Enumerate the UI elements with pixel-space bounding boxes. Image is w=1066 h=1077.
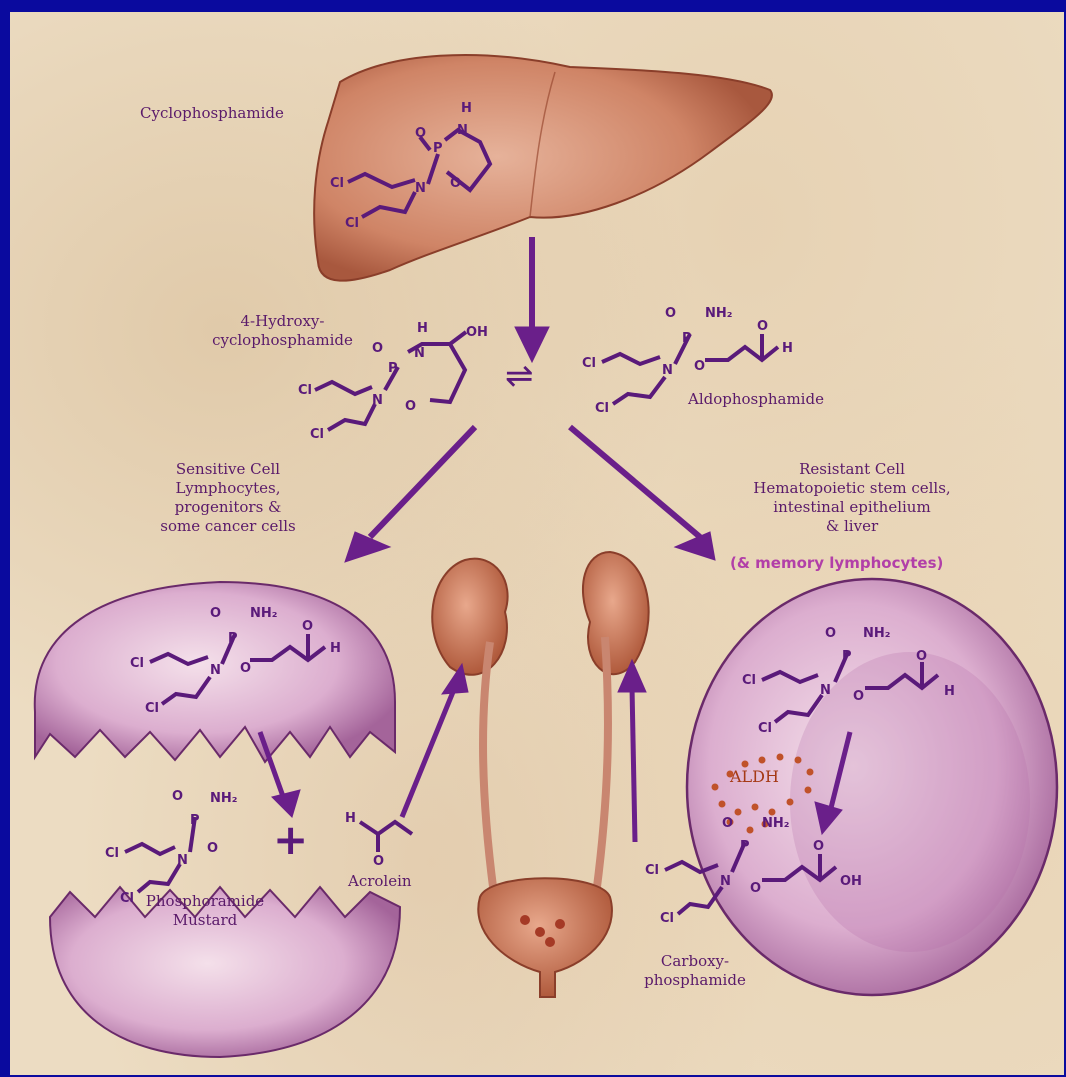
atom-o: O	[722, 816, 733, 831]
atom-o: O	[373, 854, 384, 869]
atom-o: O	[372, 341, 383, 356]
atom-cl: Cl	[105, 846, 119, 861]
atom-cl: Cl	[298, 383, 312, 398]
atom-p: P	[682, 331, 692, 346]
atom-h: H	[330, 641, 341, 656]
atom-h: H	[417, 321, 428, 336]
atom-n: N	[414, 346, 425, 361]
hydroxy-label-line2: cyclophosphamide	[200, 331, 365, 350]
carboxyphosphamide-label: Carboxy- phosphamide	[625, 952, 765, 990]
atom-o: O	[415, 126, 426, 141]
atom-o: O	[757, 319, 768, 334]
atom-o: O	[813, 839, 824, 854]
sensitive-cell-label: Sensitive Cell Lymphocytes, progenitors …	[128, 460, 328, 536]
atom-o: O	[207, 841, 218, 856]
resistant-cell-title: Resistant Cell	[718, 460, 986, 479]
atom-n: N	[820, 683, 831, 698]
atom-nh2: NH₂	[250, 606, 277, 621]
atom-n: N	[662, 363, 673, 378]
atom-nh2: NH₂	[863, 626, 890, 641]
atom-o: O	[240, 661, 251, 676]
resistant-line1: Hematopoietic stem cells,	[718, 479, 986, 498]
atom-o: O	[302, 619, 313, 634]
atom-o: O	[853, 689, 864, 704]
carboxy-line1: Carboxy-	[625, 952, 765, 971]
atom-h: H	[461, 101, 472, 116]
atom-o: O	[916, 649, 927, 664]
sensitive-line1: Lymphocytes,	[128, 479, 328, 498]
atom-cl: Cl	[310, 427, 324, 442]
hydroxy-label: 4-Hydroxy- cyclophosphamide	[200, 312, 365, 350]
atom-n: N	[415, 181, 426, 196]
atom-p: P	[842, 649, 852, 664]
phosphoramide-line1: Phosphoramide	[125, 892, 285, 911]
sensitive-line3: some cancer cells	[128, 517, 328, 536]
memory-lymphocytes-note: (& memory lymphocytes)	[730, 554, 943, 572]
atom-oh: OH	[466, 325, 488, 340]
illustration-canvas: Cl Cl N P O N H O Cl Cl N P O N H OH O ⇌…	[10, 12, 1064, 1075]
atom-h: H	[782, 341, 793, 356]
urinary-system	[432, 552, 648, 997]
atom-p: P	[433, 141, 443, 156]
aldophosphamide-label: Aldophosphamide	[688, 390, 824, 409]
atom-cl: Cl	[742, 673, 756, 688]
atom-h: H	[345, 811, 356, 826]
atom-cl: Cl	[582, 356, 596, 371]
atom-o: O	[210, 606, 221, 621]
atom-o: O	[694, 359, 705, 374]
atom-cl: Cl	[758, 721, 772, 736]
cyclophosphamide-label: Cyclophosphamide	[140, 104, 284, 123]
atom-nh2: NH₂	[762, 816, 789, 831]
atom-o: O	[172, 789, 183, 804]
atom-nh2: NH₂	[705, 306, 732, 321]
resistant-line3: & liver	[718, 517, 986, 536]
equilibrium-arrows: ⇌	[505, 356, 534, 396]
hydroxy-label-line1: 4-Hydroxy-	[200, 312, 365, 331]
atom-cl: Cl	[645, 863, 659, 878]
atom-n: N	[210, 663, 221, 678]
phosphoramide-mustard-label: Phosphoramide Mustard	[125, 892, 285, 930]
atom-h: H	[944, 684, 955, 699]
acrolein-label: Acrolein	[348, 872, 412, 891]
aldh-label: ALDH	[730, 767, 779, 786]
atom-o: O	[405, 399, 416, 414]
atom-cl: Cl	[130, 656, 144, 671]
atom-n: N	[177, 853, 188, 868]
atom-cl: Cl	[595, 401, 609, 416]
atom-o: O	[450, 176, 461, 191]
atom-n: N	[720, 874, 731, 889]
sensitive-line2: progenitors &	[128, 498, 328, 517]
phosphoramide-line2: Mustard	[125, 911, 285, 930]
plus-sign: +	[273, 815, 308, 864]
atom-p: P	[740, 839, 750, 854]
resistant-cell-label: Resistant Cell Hematopoietic stem cells,…	[718, 460, 986, 536]
resistant-line2: intestinal epithelium	[718, 498, 986, 517]
atom-o: O	[750, 881, 761, 896]
atom-p: P	[190, 813, 200, 828]
atom-p: P	[228, 631, 238, 646]
carboxy-line2: phosphamide	[625, 971, 765, 990]
acrolein-structure	[360, 822, 412, 852]
liver-organ	[314, 55, 772, 281]
atom-cl: Cl	[345, 216, 359, 231]
atom-cl: Cl	[145, 701, 159, 716]
atom-n: N	[457, 123, 468, 138]
atom-o: O	[665, 306, 676, 321]
atom-o: O	[825, 626, 836, 641]
sensitive-cell-title: Sensitive Cell	[128, 460, 328, 479]
atom-cl: Cl	[330, 176, 344, 191]
atom-nh2: NH₂	[210, 791, 237, 806]
atom-p: P	[388, 361, 398, 376]
atom-cl: Cl	[660, 911, 674, 926]
atom-n: N	[372, 393, 383, 408]
atom-oh: OH	[840, 874, 862, 889]
